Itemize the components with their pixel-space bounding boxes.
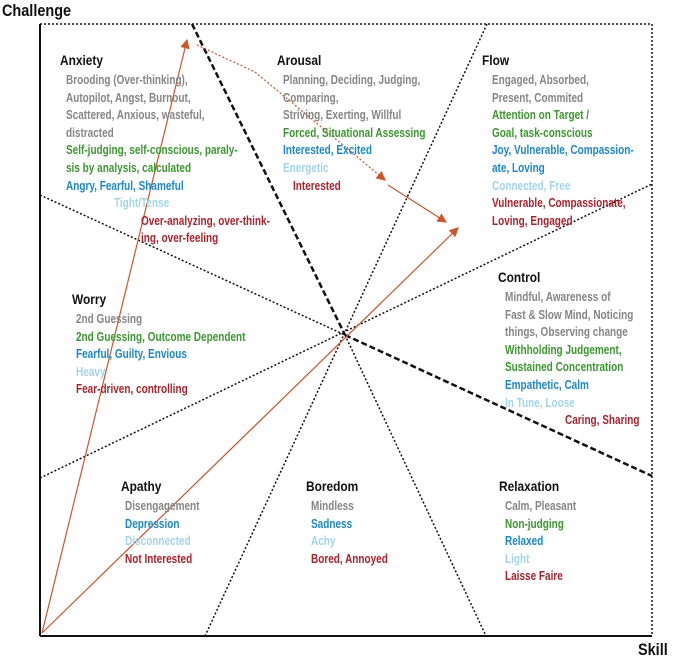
zone-descriptor: Loving, Engaged xyxy=(492,213,573,228)
zone-descriptor: Fearful, Guilty, Envious xyxy=(76,347,187,362)
zone-descriptor: Striving, Exerting, Willful xyxy=(283,108,402,123)
zone-descriptor: In Tune, Loose xyxy=(505,395,575,410)
zone-descriptor: Non-judging xyxy=(505,516,564,531)
zone-descriptor: Depression xyxy=(125,516,180,531)
zone-title: Boredom xyxy=(306,478,359,494)
zone-descriptor: Tight/Tense xyxy=(114,196,170,211)
zone-descriptor: Autopilot, Angst, Burnout, xyxy=(66,90,191,105)
zone-descriptor: Heavy xyxy=(76,364,106,379)
zone-descriptor: Fear-driven, controlling xyxy=(76,382,188,397)
zone-descriptor: Connected, Free xyxy=(492,178,571,193)
zone-descriptor: 2nd Guessing, Outcome Dependent xyxy=(76,329,246,344)
zone-descriptor: Interested xyxy=(293,178,341,193)
zone-descriptor: Vulnerable, Compassionate, xyxy=(492,196,626,211)
zone-descriptor: Calm, Pleasant xyxy=(505,499,577,513)
arrow-anxiety-to-arousal xyxy=(196,44,386,181)
zone-descriptor: Engaged, Absorbed, xyxy=(492,73,589,87)
zone-descriptor: Achy xyxy=(311,534,336,549)
zone-descriptor: Goal, task-conscious xyxy=(492,125,593,140)
zone-title: Arousal xyxy=(277,52,322,68)
zone-descriptor: ate, Loving xyxy=(492,160,545,175)
zone-descriptor: Not Interested xyxy=(125,551,193,566)
zone-descriptor: Sustained Concentration xyxy=(505,360,624,375)
zone-descriptor: Caring, Sharing xyxy=(565,413,640,428)
zone-title: Anxiety xyxy=(60,52,103,68)
zone-title: Worry xyxy=(72,291,107,307)
zone-descriptor: Forced, Situational Assessing xyxy=(283,125,426,140)
zone-descriptor: Interested, Excited xyxy=(283,143,372,158)
zone-title: Flow xyxy=(482,52,510,68)
zone-descriptor: Sadness xyxy=(311,516,353,531)
zone-descriptor: distracted xyxy=(66,125,114,140)
zone-descriptor: Planning, Deciding, Judging, xyxy=(283,73,421,87)
y-axis-label: Challenge xyxy=(2,1,72,20)
divider-steep xyxy=(204,23,488,637)
zone-worry: Worry 2nd Guessing 2nd Guessing, Outcome D… xyxy=(72,291,288,399)
zone-descriptor: Joy, Vulnerable, Compassion- xyxy=(492,143,634,158)
zone-descriptor: things, Observing change xyxy=(505,325,628,340)
divider-lower-right xyxy=(344,334,487,637)
zone-descriptor: Laisse Faire xyxy=(505,569,563,584)
zone-descriptor: Bored, Annoyed xyxy=(311,551,388,566)
zone-descriptor: Disconnected xyxy=(125,534,191,549)
x-axis-label: Skill xyxy=(638,640,668,659)
arrow-arousal-to-flow xyxy=(387,184,448,223)
zone-descriptor: Angry, Fearful, Shameful xyxy=(66,178,184,193)
zone-descriptor: Self-judging, self-conscious, paraly- xyxy=(66,143,238,158)
divider-shallow xyxy=(39,183,653,479)
zone-descriptor: Empathetic, Calm xyxy=(505,377,589,392)
zone-descriptor: Withholding Judgement, xyxy=(505,342,622,357)
zone-title: Apathy xyxy=(121,478,162,494)
zone-descriptor: Brooding (Over-thinking), xyxy=(66,73,188,87)
divider-thick-upper xyxy=(190,23,347,336)
zone-descriptor: Attention on Target / xyxy=(492,108,590,123)
zone-title: Control xyxy=(498,269,541,285)
zone-descriptor: Relaxed xyxy=(505,534,544,549)
zone-descriptor: sis by analysis, calculated xyxy=(66,160,192,175)
arrow-to-flow xyxy=(41,227,459,634)
zone-descriptor: Mindful, Awareness of xyxy=(505,290,611,304)
zone-descriptor: Present, Commited xyxy=(492,90,584,105)
zone-descriptor: Mindless xyxy=(311,499,354,513)
zone-descriptor: Fast & Slow Mind, Noticing xyxy=(505,307,634,322)
zone-descriptor: Energetic xyxy=(283,160,329,175)
zone-descriptor: Comparing, xyxy=(283,90,339,105)
zone-descriptor: Disengagement xyxy=(125,499,200,513)
zone-descriptor: Light xyxy=(505,551,530,566)
zone-title: Relaxation xyxy=(499,478,560,494)
divider-thick-right xyxy=(344,333,653,478)
zone-descriptor: Over-analyzing, over-think- xyxy=(141,213,270,228)
zone-descriptor: ing, over-feeling xyxy=(141,231,219,246)
zone-descriptor: 2nd Guessing xyxy=(76,312,143,326)
zone-descriptor: Scattered, Anxious, wasteful, xyxy=(66,108,205,123)
arrow-to-anxiety xyxy=(41,38,190,634)
